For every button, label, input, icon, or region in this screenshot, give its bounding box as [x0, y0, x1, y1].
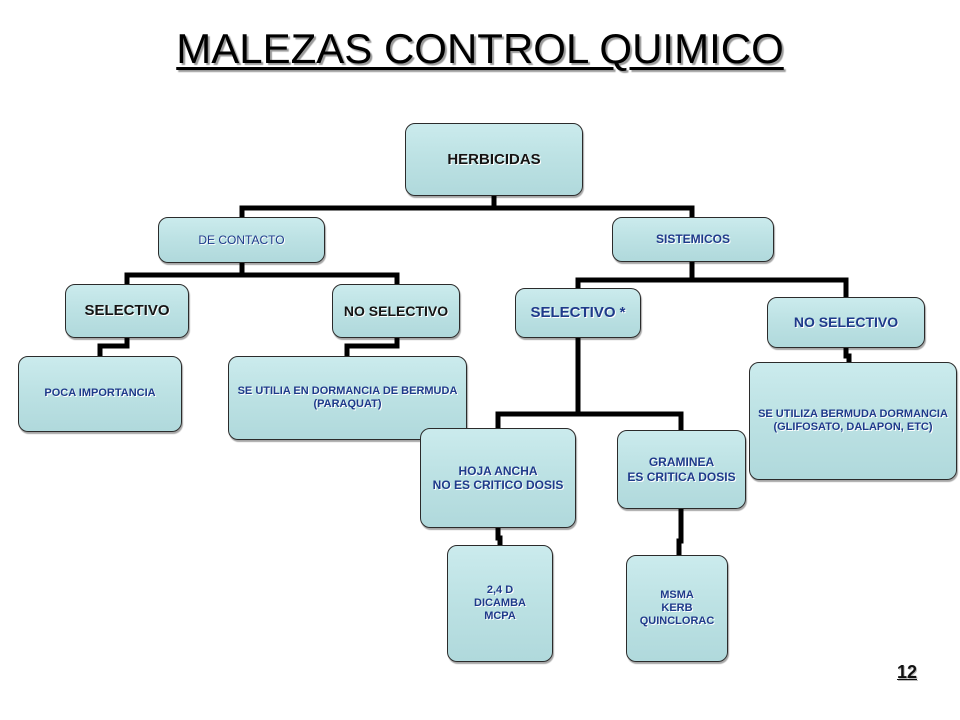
connector-contact-selective-note [97, 335, 130, 360]
connector-systemic-selective [495, 335, 684, 434]
node-label-line-2: NO ES CRITICO DOSIS [432, 478, 564, 492]
product-item: QUINCLORAC [639, 615, 715, 628]
node-label-line-1: GRAMINEA [648, 455, 715, 470]
node-label: NO SELECTIVO [343, 302, 449, 319]
node-label-line-1: SE UTILIA EN DORMANCIA DE BERMUDA [237, 384, 458, 397]
node-label-line-2: ES CRITICA DOSIS [627, 469, 736, 484]
node-label: SELECTIVO [84, 302, 170, 319]
node-graminea: GRAMINEA ES CRITICA DOSIS [617, 430, 746, 509]
connector-contact-nonselective-note [344, 335, 400, 360]
connector-broadleaf-products [495, 525, 503, 549]
product-item: MCPA [484, 610, 516, 623]
node-label: POCA IMPORTANCIA [44, 387, 156, 400]
node-systemic-no-selectivo: NO SELECTIVO [767, 297, 925, 348]
node-label-line-1: HOJA ANCHA [458, 463, 538, 478]
node-contact-no-selectivo: NO SELECTIVO [332, 284, 460, 338]
node-label-line-1: SE UTILIZA BERMUDA DORMANCIA [758, 407, 948, 420]
slide-title: MALEZAS CONTROL QUIMICO [176, 25, 784, 72]
node-paraquat-note: SE UTILIA EN DORMANCIA DE BERMUDA (PARAQ… [228, 356, 467, 440]
node-grass-products: MSMA KERB QUINCLORAC [626, 555, 728, 662]
connector-systemic-nonselective-note [843, 345, 852, 366]
node-label: HERBICIDAS [447, 150, 541, 168]
page-number: 12 [896, 662, 918, 682]
node-broadleaf-products: 2,4 D DICAMBA MCPA [447, 545, 553, 662]
node-label: DE CONTACTO [198, 232, 285, 247]
connector-grass-products [676, 506, 684, 559]
node-label: SISTEMICOS [655, 232, 730, 247]
product-item: 2,4 D [486, 583, 514, 596]
node-glifosato-note: SE UTILIZA BERMUDA DORMANCIA (GLIFOSATO,… [749, 362, 957, 480]
node-systemic-selectivo: SELECTIVO * [515, 288, 641, 338]
node-label-line-2: (GLIFOSATO, DALAPON, ETC) [773, 421, 933, 433]
node-label: SELECTIVO * [530, 304, 626, 321]
node-herbicidas: HERBICIDAS [405, 123, 583, 196]
node-contact-selectivo: SELECTIVO [65, 284, 189, 338]
connector-systemic [575, 259, 849, 301]
connector-contact [124, 260, 400, 288]
node-label-line-2: (PARAQUAT) [313, 398, 382, 410]
node-label: NO SELECTIVO [793, 314, 899, 331]
node-sistemicos: SISTEMICOS [612, 217, 774, 262]
product-item: KERB [661, 601, 693, 614]
node-hoja-ancha: HOJA ANCHA NO ES CRITICO DOSIS [420, 428, 576, 528]
node-de-contacto: DE CONTACTO [158, 217, 325, 263]
node-poca-importancia: POCA IMPORTANCIA [18, 356, 182, 432]
product-item: MSMA [660, 588, 694, 601]
connector-root [239, 193, 695, 221]
product-item: DICAMBA [474, 596, 526, 609]
